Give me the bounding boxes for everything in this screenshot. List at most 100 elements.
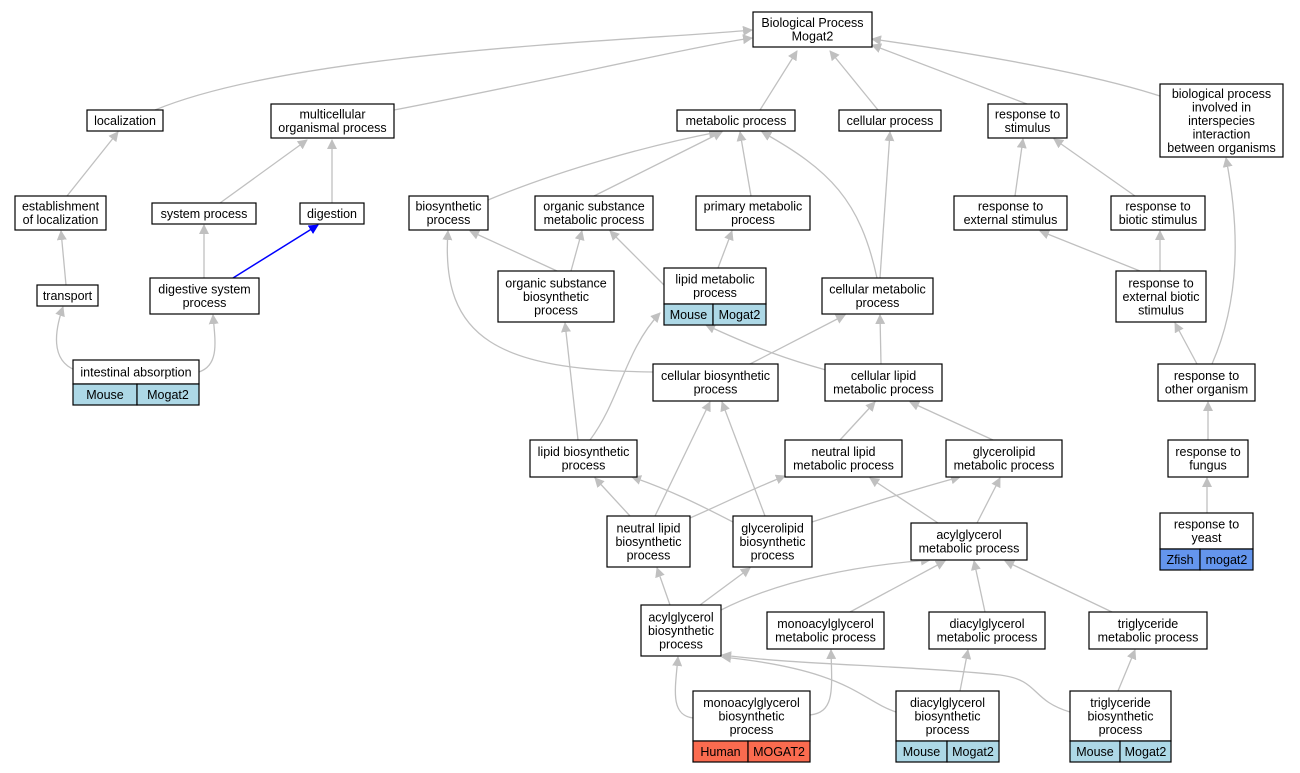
node-label-line: process bbox=[731, 213, 775, 227]
node-label-line: diacylglycerol bbox=[910, 696, 985, 710]
edge-triglyceride_met-to-acylglycerol_met bbox=[1004, 560, 1113, 613]
node-label-line: Mogat2 bbox=[792, 30, 834, 44]
node-label-line: response to bbox=[1174, 518, 1239, 532]
node-label-line: process bbox=[534, 303, 578, 317]
node-box bbox=[529, 439, 638, 478]
node-box bbox=[824, 363, 943, 402]
node-system-process[interactable]: system process bbox=[151, 202, 257, 225]
edge-neutral_lipid_bio-to-lipid_bio bbox=[594, 477, 631, 517]
node-box bbox=[1088, 611, 1208, 650]
edge-triglyceride_bio-to-triglyceride_met bbox=[1117, 649, 1137, 692]
annotation-species-label: Human bbox=[700, 745, 740, 759]
annotation-gene-label: Mogat2 bbox=[952, 745, 994, 759]
node-box bbox=[1167, 439, 1249, 478]
node-label-line: of localization bbox=[23, 213, 99, 227]
node-box bbox=[497, 270, 615, 323]
node-transport[interactable]: transport bbox=[36, 284, 99, 307]
annotation-species-label: Mouse bbox=[903, 745, 941, 759]
node-box bbox=[1157, 363, 1256, 402]
edge-cell_met-to-metabolic bbox=[761, 131, 878, 279]
node-label-line: fungus bbox=[1189, 459, 1227, 473]
node-label-line: response to bbox=[1175, 445, 1240, 459]
edge-intestinal-to-digestive bbox=[198, 314, 219, 373]
edge-resp_stim-to-bp bbox=[871, 43, 1028, 105]
node-box bbox=[299, 202, 365, 225]
node-label-line: establishment bbox=[22, 200, 100, 214]
node-label-line: biotic stimulus bbox=[1119, 213, 1198, 227]
node-monoacyl-bio[interactable]: monoacylglycerolbiosyntheticprocessHuman… bbox=[692, 690, 811, 763]
node-label-line: digestion bbox=[307, 207, 357, 221]
edge-neutral_lipid_met-to-cell_lipid_met bbox=[839, 401, 876, 441]
annotation-gene-cell bbox=[1199, 548, 1254, 571]
node-box bbox=[692, 690, 811, 742]
edge-digestive-to-digestion bbox=[232, 224, 319, 279]
node-box bbox=[732, 515, 813, 568]
annotation-species-label: Mouse bbox=[670, 308, 708, 322]
edge-transport-to-establishment bbox=[56, 230, 67, 286]
node-box bbox=[534, 195, 654, 231]
node-label-line: process bbox=[693, 286, 737, 300]
edge-cell_bio-to-biosynthetic bbox=[442, 230, 654, 373]
node-label-line: organic substance bbox=[505, 276, 607, 290]
node-label-line: process bbox=[751, 548, 795, 562]
edge-biosynthetic-to-metabolic bbox=[487, 128, 719, 201]
node-label-line: multicellular bbox=[300, 108, 366, 122]
node-digestion[interactable]: digestion bbox=[299, 202, 365, 225]
node-label-line: triglyceride bbox=[1090, 696, 1150, 710]
node-label-line: stimulus bbox=[1005, 121, 1051, 135]
edge-metabolic-to-bp bbox=[759, 50, 798, 111]
node-cellular[interactable]: cellular process bbox=[838, 109, 942, 132]
node-label-line: process bbox=[694, 383, 738, 397]
edge-diacyl_bio-to-diacyl_met bbox=[959, 649, 972, 692]
node-box bbox=[1069, 690, 1172, 742]
node-label-line: involved in bbox=[1192, 100, 1251, 114]
node-box bbox=[1115, 270, 1207, 323]
node-box bbox=[151, 202, 257, 225]
node-label-line: biosynthetic bbox=[523, 290, 589, 304]
node-label-line: yeast bbox=[1192, 531, 1222, 545]
node-label-line: metabolic process bbox=[793, 459, 894, 473]
node-label-line: response to bbox=[978, 200, 1043, 214]
edge-resp_other-to-interspecies bbox=[1211, 157, 1236, 365]
node-box bbox=[910, 522, 1028, 561]
edge-interspecies-to-bp bbox=[871, 35, 1161, 97]
node-label-line: biosynthetic bbox=[648, 624, 714, 638]
node-localization[interactable]: localization bbox=[86, 109, 164, 132]
node-metabolic[interactable]: metabolic process bbox=[676, 109, 796, 132]
node-label-line: stimulus bbox=[1138, 303, 1184, 317]
node-label-line: process bbox=[183, 296, 227, 310]
